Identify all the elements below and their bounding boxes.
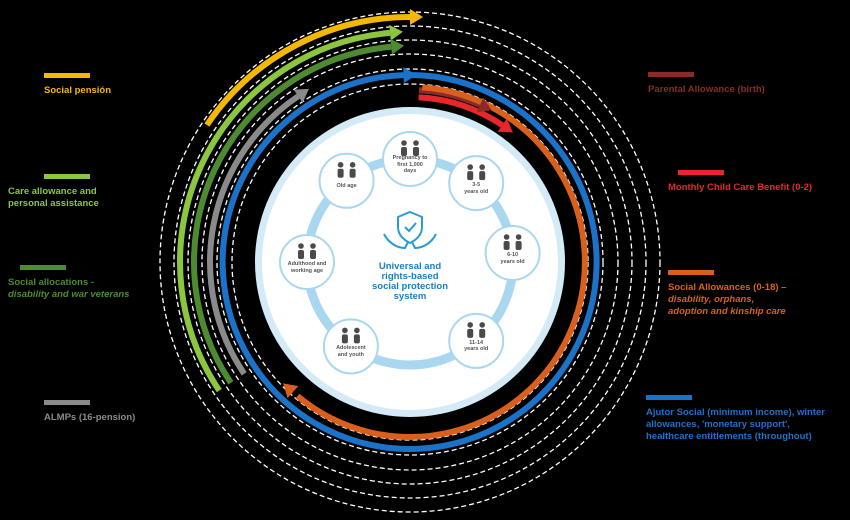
shield-hands-icon xyxy=(383,210,437,250)
stage-node-age-11-14 xyxy=(448,312,505,369)
stage-label-line: 3-5 xyxy=(472,182,481,189)
care-allowance-arrowhead xyxy=(389,24,403,41)
dashed-ring xyxy=(201,53,619,471)
stage-node-adulthood xyxy=(279,234,335,290)
parental-allowance-arrowhead xyxy=(476,97,492,113)
stage-label-line: years old xyxy=(464,188,489,195)
legend-text: Social pensión xyxy=(44,85,112,96)
legend-text: Social allocations - xyxy=(8,277,95,288)
legend-swatch xyxy=(44,174,90,179)
legend-subtext: disability, orphans, xyxy=(668,294,755,305)
center-title-line: system xyxy=(393,291,427,302)
legend-text: Monthly Child Care Benefit (0-2) xyxy=(668,182,813,193)
care-allowance-arc xyxy=(177,29,391,393)
social-allocations-arc xyxy=(191,43,392,385)
stage-node-age-3-5 xyxy=(448,155,505,212)
legend-subtext: disability and war veterans xyxy=(8,289,130,300)
legend-text: Social Allowances (0-18) – xyxy=(668,282,787,293)
stage-label-line: years old xyxy=(500,258,525,265)
dashed-ring xyxy=(173,25,647,499)
ajutor-social-arrowhead xyxy=(403,67,417,84)
stage-label-line: days xyxy=(403,168,417,174)
legend-parental-allowance: Parental Allowance (birth) xyxy=(648,72,765,96)
stage-label-line: working age xyxy=(290,267,324,274)
age-3-5-people-icon xyxy=(467,164,486,181)
social-allowances-arc xyxy=(295,84,588,440)
legend-almps: ALMPs (16-pension) xyxy=(44,400,135,424)
age-6-10-people-icon xyxy=(503,234,522,250)
legend-swatch xyxy=(44,400,90,405)
legend-text: personal assistance xyxy=(8,198,99,209)
stage-label-line: Adulthood and xyxy=(287,261,327,267)
legend-text: allowances, 'monetary support', xyxy=(646,419,790,430)
legend-social-pension: Social pensión xyxy=(44,73,111,97)
dashed-ring xyxy=(216,68,604,456)
stage-label-line: years old xyxy=(464,346,489,353)
legend-swatch xyxy=(648,72,694,77)
old-age-people-icon xyxy=(337,162,356,178)
legend-text: Ajutor Social (minimum income), winter xyxy=(646,407,825,418)
parental-allowance-arc xyxy=(418,87,482,108)
legend-swatch xyxy=(646,395,692,400)
legend-text: Parental Allowance (birth) xyxy=(648,84,765,95)
stage-nodes xyxy=(279,131,541,375)
legend-text: ALMPs (16-pension) xyxy=(44,412,136,423)
stage-node-age-6-10 xyxy=(484,225,541,281)
social-allocations-arrowhead xyxy=(390,38,405,55)
social-allowances-arrowhead xyxy=(283,383,299,398)
stage-label-line: 11-14 xyxy=(469,339,484,346)
legend-child-care-benefit: Monthly Child Care Benefit (0-2) xyxy=(668,170,812,194)
almps-arc xyxy=(207,93,300,376)
stage-label-line: Pregnancy to xyxy=(392,155,428,161)
dashed-rings xyxy=(159,11,661,513)
social-pension-arc xyxy=(204,14,411,127)
legend-swatch xyxy=(678,170,724,175)
legend-subtext: adoption and kinship care xyxy=(668,306,786,317)
stage-label-line: and youth xyxy=(337,351,365,358)
legend-social-allocations: Social allocations -disability and war v… xyxy=(8,265,129,301)
stage-label-line: Old age xyxy=(336,182,357,189)
adolescent-people-icon xyxy=(341,327,360,344)
legend-swatch xyxy=(44,73,90,78)
legend-swatch xyxy=(668,270,714,275)
stage-label-old-age: Old age xyxy=(317,183,377,190)
stage-node-old-age xyxy=(318,152,375,209)
social-pension-arrowhead xyxy=(410,9,423,25)
child-care-benefit-arc xyxy=(418,94,504,128)
stage-label-line: 6-10 xyxy=(507,252,519,258)
almps-arrowhead xyxy=(293,88,309,103)
center-title-line: Universal and xyxy=(378,261,442,272)
center-title-line: rights-based xyxy=(381,271,439,282)
adulthood-people-icon xyxy=(298,243,316,259)
legend-social-allowances: Social Allowances (0-18) –disability, or… xyxy=(668,270,786,318)
center-title-line: social protection xyxy=(371,281,448,292)
dashed-ring xyxy=(231,83,589,441)
dashed-ring xyxy=(187,39,633,485)
stage-node-pregnancy xyxy=(382,131,438,187)
benefit-arcs xyxy=(177,9,600,452)
legend-swatch xyxy=(20,265,66,270)
child-care-benefit-arrowhead xyxy=(497,118,513,133)
stage-label-line: Adolescent xyxy=(336,345,366,352)
age-11-14-people-icon xyxy=(467,322,486,338)
legend-text: healthcare entitlements (throughout) xyxy=(646,431,812,442)
pregnancy-people-icon xyxy=(401,140,419,156)
ajutor-social-arc xyxy=(219,72,600,452)
legend-text: Care allowance and xyxy=(8,186,97,197)
stage-node-adolescent xyxy=(322,318,379,375)
stage-label-line: first 1,000 xyxy=(397,161,423,168)
